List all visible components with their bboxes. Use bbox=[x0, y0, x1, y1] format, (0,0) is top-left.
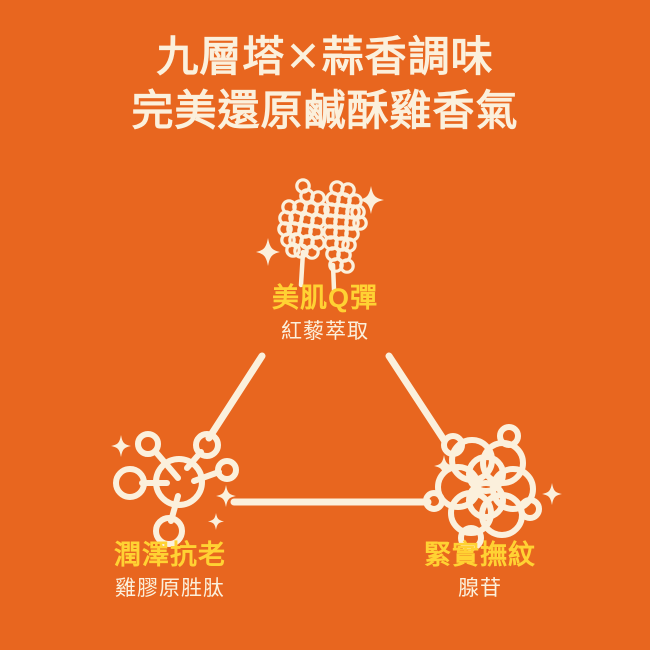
node-top-title: 美肌Q彈 bbox=[271, 283, 378, 313]
cell-petal bbox=[490, 466, 536, 512]
sparkle-icon bbox=[208, 513, 224, 530]
molecule-bond bbox=[152, 448, 181, 481]
molecule-bond bbox=[184, 449, 204, 471]
molecule-bond bbox=[191, 469, 222, 484]
node-bottom-left-title: 潤澤抗老 bbox=[114, 540, 226, 570]
node-bottom-left-subtitle: 雞膠原胜肽 bbox=[115, 577, 225, 601]
cell-satellite-dot bbox=[497, 424, 521, 448]
cell-satellite-dot bbox=[441, 433, 465, 457]
connector-top-to-bottom-right bbox=[385, 352, 448, 444]
grain-stem-left bbox=[298, 249, 306, 288]
sparkle-icon bbox=[358, 186, 384, 214]
headline-line-1: 九層塔✕蒜香調味 bbox=[156, 33, 494, 80]
connector-top-to-bottom-left bbox=[205, 352, 266, 442]
cell-petal bbox=[435, 464, 481, 510]
cell-petal bbox=[449, 437, 495, 483]
sparkle-decorations-right bbox=[434, 455, 562, 505]
grain-beads-right bbox=[322, 180, 368, 274]
node-labels-top: 美肌Q彈 紅藜萃取 bbox=[195, 283, 455, 346]
cell-petal bbox=[448, 490, 494, 536]
node-top-subtitle: 紅藜萃取 bbox=[281, 320, 369, 344]
cell-petal bbox=[480, 440, 526, 486]
node-labels-bottom-right: 緊實撫紋 腺苷 bbox=[350, 540, 610, 603]
molecule-atom bbox=[215, 458, 239, 482]
sparkle-decorations-top bbox=[256, 186, 384, 266]
cell-cluster-icon bbox=[423, 424, 542, 551]
cell-core bbox=[466, 480, 506, 520]
molecule-atom bbox=[135, 431, 161, 457]
sparkle-icon bbox=[111, 435, 131, 457]
node-bottom-right-subtitle: 腺苷 bbox=[458, 577, 502, 601]
sparkle-icon bbox=[542, 483, 562, 505]
quinoa-grain-icon bbox=[277, 178, 368, 293]
node-bottom-right-title: 緊實撫紋 bbox=[424, 540, 536, 570]
sparkle-icon bbox=[216, 485, 236, 507]
cell-core bbox=[466, 454, 506, 494]
headline-line-2: 完美還原鹹酥雞香氣 bbox=[131, 86, 519, 134]
molecule-core bbox=[153, 456, 205, 508]
cell-satellite-dot bbox=[423, 490, 445, 512]
molecule-icon bbox=[113, 431, 239, 547]
sparkle-decorations-left bbox=[111, 435, 236, 530]
molecule-bond bbox=[168, 493, 181, 524]
sparkle-icon bbox=[256, 238, 280, 266]
cell-petal bbox=[479, 492, 525, 538]
diagram-connectors bbox=[205, 352, 448, 506]
page-title: 九層塔✕蒜香調味 完美還原鹹酥雞香氣 bbox=[0, 30, 650, 138]
cell-satellite-dot bbox=[518, 497, 542, 521]
node-labels-bottom-left: 潤澤抗老 雞膠原胜肽 bbox=[40, 540, 300, 603]
molecule-atom bbox=[193, 431, 221, 459]
grain-beads-left bbox=[277, 178, 330, 260]
molecule-atom bbox=[113, 466, 147, 500]
sparkle-icon bbox=[434, 455, 454, 477]
